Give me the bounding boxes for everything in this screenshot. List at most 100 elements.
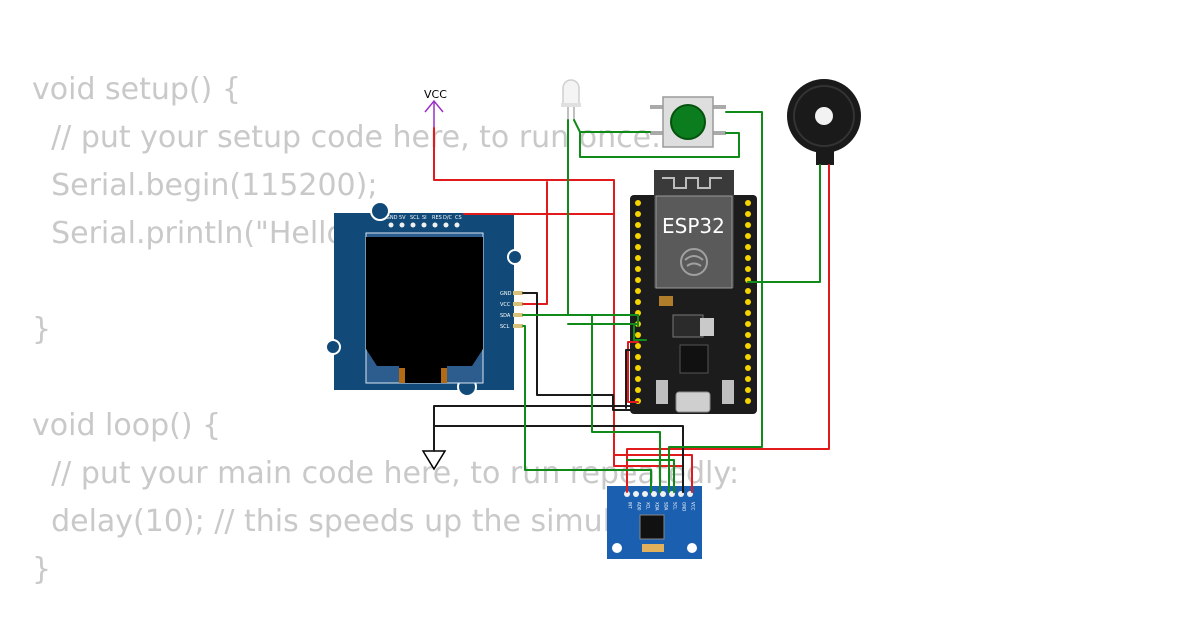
esp32-pin[interactable] xyxy=(745,244,751,250)
wire-buzzer-black[interactable] xyxy=(747,164,821,283)
esp32-pin[interactable] xyxy=(745,222,751,228)
esp32-pin[interactable] xyxy=(745,332,751,338)
esp32-pin[interactable] xyxy=(635,299,641,305)
esp32-pin[interactable] xyxy=(745,321,751,327)
esp32-pin[interactable] xyxy=(635,222,641,228)
mpu-pin[interactable] xyxy=(633,491,639,497)
esp32-pin[interactable] xyxy=(635,343,641,349)
esp32-pin[interactable] xyxy=(745,255,751,261)
code-line: // put your main code here, to run repea… xyxy=(32,456,740,491)
code-line: // put your setup code here, to run once… xyxy=(32,120,662,155)
esp32-pin[interactable] xyxy=(745,233,751,239)
esp32-pin[interactable] xyxy=(635,255,641,261)
wires[interactable] xyxy=(433,111,830,493)
wire-btn-green[interactable] xyxy=(668,111,763,493)
oled-top-pins: GND 5V SCL SI RES D/C CS xyxy=(386,215,462,228)
wire-scl-green[interactable] xyxy=(522,325,652,493)
wire-gnd-black-1[interactable] xyxy=(522,292,631,411)
esp32-pin[interactable] xyxy=(745,211,751,217)
pushbutton[interactable] xyxy=(650,96,726,148)
led[interactable] xyxy=(561,79,581,120)
esp32-pin[interactable] xyxy=(635,365,641,371)
mpu-pin-label: GND xyxy=(682,502,687,511)
wire-gnd-black-2[interactable] xyxy=(433,405,631,452)
code-line: } xyxy=(32,552,52,587)
wire-mpu-green[interactable] xyxy=(633,325,647,341)
code-line: void setup() { xyxy=(32,72,241,107)
esp32-pin[interactable] xyxy=(745,354,751,360)
esp32-pin[interactable] xyxy=(635,332,641,338)
esp32-pin[interactable] xyxy=(745,200,751,206)
oled-top-pin-gnd: GND xyxy=(386,215,398,221)
oled-top-pin-res: RES xyxy=(432,215,442,221)
esp32-pin[interactable] xyxy=(745,288,751,294)
oled-top-pin-cs: CS xyxy=(455,215,462,221)
wire-vcc-red-4[interactable] xyxy=(613,454,693,493)
esp32-pin[interactable] xyxy=(745,365,751,371)
esp32-pin[interactable] xyxy=(635,277,641,283)
usb-uart-chip xyxy=(679,344,709,374)
code-line: Serial.begin(115200); xyxy=(32,168,378,203)
esp32-pin[interactable] xyxy=(635,376,641,382)
esp32-pin[interactable] xyxy=(745,398,751,404)
vcc-symbol[interactable]: VCC xyxy=(424,88,447,128)
mpu-pin-label: INT xyxy=(628,502,633,509)
esp32-label: ESP32 xyxy=(662,214,725,238)
esp32-pin[interactable] xyxy=(745,266,751,272)
wire-esp-black[interactable] xyxy=(625,349,639,409)
esp32-pin[interactable] xyxy=(635,266,641,272)
mpu-chip xyxy=(639,514,665,540)
esp32-pin[interactable] xyxy=(635,387,641,393)
wire-esp-red[interactable] xyxy=(627,341,639,403)
mpu-pin[interactable] xyxy=(624,491,630,497)
wire-mpu-green-2[interactable] xyxy=(626,459,675,493)
wire-esp-green-1[interactable] xyxy=(591,314,639,327)
code-editor: void setup() { // put your setup code he… xyxy=(32,66,739,594)
wire-gnd-black-3[interactable] xyxy=(433,425,684,493)
buzzer[interactable] xyxy=(787,79,861,165)
green-button-cap[interactable] xyxy=(670,104,706,140)
mpu-pin-label: SDA xyxy=(664,502,669,511)
en-button[interactable] xyxy=(722,380,734,404)
espressif-logo xyxy=(680,248,708,276)
esp32-pin[interactable] xyxy=(635,200,641,206)
ground-symbol[interactable] xyxy=(421,450,447,471)
code-line: } xyxy=(32,312,52,347)
mpu-pin-label: SCL xyxy=(673,502,678,510)
esp32-pin[interactable] xyxy=(635,354,641,360)
usb-connector-icon xyxy=(675,391,711,413)
oled-top-pin-dc: D/C xyxy=(443,215,453,221)
esp32-pin[interactable] xyxy=(745,387,751,393)
wire-vcc-red-3[interactable] xyxy=(522,181,548,305)
boot-button[interactable] xyxy=(656,380,668,404)
mpu-pin-label: XCL xyxy=(646,502,651,510)
code-line: void loop() { xyxy=(32,408,222,443)
esp32-pin[interactable] xyxy=(745,343,751,349)
esp32-pin[interactable] xyxy=(635,244,641,250)
vcc-label: VCC xyxy=(424,88,447,101)
oled-pin-sda-label: SDA xyxy=(500,313,511,319)
mpu-pin[interactable] xyxy=(642,491,648,497)
esp32-right-pins[interactable] xyxy=(745,200,751,404)
oled-screen xyxy=(366,237,483,349)
wire-led-green-2[interactable] xyxy=(573,119,740,158)
esp32-pin[interactable] xyxy=(635,288,641,294)
esp32-board[interactable]: ESP32 xyxy=(630,170,757,414)
esp32-pin[interactable] xyxy=(745,376,751,382)
esp32-pin[interactable] xyxy=(635,233,641,239)
mpu-pin[interactable] xyxy=(651,491,657,497)
oled-display[interactable]: GND 5V SCL SI RES D/C CS GND VCC SDA SCL xyxy=(325,201,523,397)
oled-top-pin-si: SI xyxy=(422,215,427,221)
oled-pin-scl-label: SCL xyxy=(500,324,510,330)
esp32-pin[interactable] xyxy=(635,211,641,217)
esp32-pin[interactable] xyxy=(745,299,751,305)
oled-pin-vcc-label: VCC xyxy=(500,302,511,308)
oled-pin-gnd-label: GND xyxy=(500,291,512,297)
oled-side-pins: GND VCC SDA SCL xyxy=(500,291,523,330)
mpu-pin[interactable] xyxy=(660,491,666,497)
mpu-pin-label: VCC xyxy=(691,502,696,511)
esp32-pin[interactable] xyxy=(745,310,751,316)
